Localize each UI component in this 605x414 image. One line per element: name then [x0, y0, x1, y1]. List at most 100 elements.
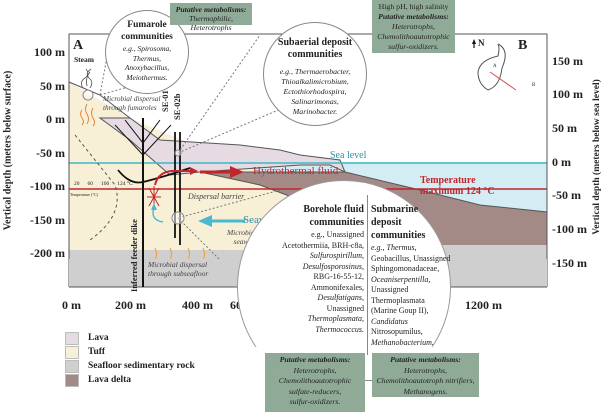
- left-tick: 50 m: [40, 79, 65, 93]
- borehole-metabolisms-box: Putative metabolisms: Heterotrophs, Chem…: [265, 353, 365, 412]
- inset-point-a: A: [493, 64, 497, 69]
- subaerial-conditions: High pH, high salinity: [378, 2, 449, 11]
- temperature-scale: 20 60 100 124 °C: [74, 181, 133, 187]
- right-tick: -50 m: [552, 188, 581, 202]
- subaerial-metabolisms: Heterotrophs, Chemolithoautotrophic sulf…: [377, 22, 450, 51]
- borehole-submarine-circle: [237, 180, 451, 347]
- right-axis: 150 m 100 m 50 m 0 m -50 m -100 m -150 m…: [552, 0, 605, 300]
- submarine-example: (Marine Goup II),: [371, 306, 429, 315]
- legend-swatch: [65, 359, 79, 373]
- transect-line: [489, 71, 517, 91]
- borehole-example: Desulfatigans,: [317, 293, 364, 302]
- submarine-example: Geobacillus, Unassigned: [371, 253, 451, 263]
- box-connector: [365, 380, 372, 381]
- borehole-metabolisms-title: Putative metabolisms:: [279, 355, 351, 364]
- inset-point-b: B: [532, 83, 536, 88]
- left-tick: -100 m: [30, 179, 65, 193]
- borehole-example: Unassigned: [326, 303, 364, 313]
- submarine-example: Nitrosopumilus,: [371, 327, 423, 336]
- left-tick: 0 m: [46, 112, 65, 126]
- temp-scale-label: Temperature (°C): [70, 192, 99, 197]
- legend-item-seafloor: Seafloor sedimentary rock: [65, 359, 195, 373]
- legend-label: Seafloor sedimentary rock: [88, 361, 195, 371]
- legend-swatch: [65, 345, 79, 359]
- right-tick: 150 m: [552, 54, 583, 68]
- right-tick: -150 m: [552, 256, 587, 270]
- x-tick: 0 m: [62, 298, 81, 312]
- left-tick: -50 m: [36, 146, 65, 160]
- steam-label: Steam: [74, 55, 94, 64]
- legend-swatch: [65, 331, 79, 345]
- panel-a-label: A: [73, 38, 84, 53]
- borehole-metabolism: Chemolithoautotrophic: [278, 376, 352, 385]
- well-se02b-label: SE-02b: [172, 93, 182, 120]
- temp-tick: 100: [101, 181, 110, 187]
- left-tick: 100 m: [34, 45, 65, 59]
- fumarole-dispersal-label: Microbial dispersal through fumaroles: [103, 94, 161, 112]
- hydrothermal-arrow-small: [154, 170, 190, 186]
- dispersal-barrier-label: Dispersal barrier: [188, 192, 245, 201]
- subaerial-title: Subaerial deposit communities: [277, 37, 353, 60]
- left-tick: -200 m: [30, 246, 65, 260]
- fumarole-heat-icon: [80, 103, 95, 127]
- temp-tick: 60: [87, 181, 94, 187]
- legend-label: Tuff: [88, 347, 106, 357]
- subaerial-metabolisms-title: Putative metabolisms:: [378, 12, 449, 21]
- inset-map-outline: [477, 43, 506, 91]
- subaerial-community-circle: Subaerial deposit communities e.g., Ther…: [263, 22, 367, 126]
- legend-item-tuff: Tuff: [65, 345, 105, 359]
- x-tick: 1200 m: [465, 298, 502, 312]
- fumarole-examples: e.g., Spirosoma, Thermus, Anoxybacillus,…: [122, 44, 172, 82]
- submarine-example: Sphingomonadaceae,: [371, 264, 440, 273]
- right-tick: 100 m: [552, 87, 583, 101]
- borehole-example: e.g., Unassigned: [311, 230, 364, 239]
- subseafloor-dispersal-label: Microbial dispersal through subseafloor: [148, 260, 209, 278]
- right-tick: 50 m: [552, 121, 577, 135]
- left-tick: -150 m: [30, 213, 65, 227]
- hydrothermal-fluid-label: Hydrothermal fluid: [253, 165, 339, 177]
- feeder-dike-label: Inferred feeder dike: [129, 219, 139, 292]
- submarine-title: Submarine deposit communities: [371, 204, 426, 241]
- borehole-example: Acetothermiia, BRH-c8a,: [282, 240, 364, 250]
- submarine-example: Unassigned: [371, 285, 409, 294]
- north-arrow-icon: [472, 39, 476, 44]
- fumarole-metabolisms-title: Putative metabolisms:: [175, 5, 247, 14]
- right-tick: -100 m: [552, 222, 587, 236]
- inset-map: [472, 39, 517, 91]
- legend-item-lava-delta: Lava delta: [65, 373, 131, 387]
- borehole-metabolism: sulfate-reducers,: [288, 386, 342, 396]
- legend-label: Lava delta: [88, 375, 132, 385]
- north-label: N: [478, 38, 485, 48]
- steam-icon: [81, 68, 93, 89]
- legend-item-lava: Lava: [65, 331, 109, 345]
- right-tick: 0 m: [552, 155, 571, 169]
- temp-tick: 20: [74, 181, 80, 187]
- borehole-metabolism: Heterotrophs,: [293, 365, 337, 375]
- borehole-sample-marker: [171, 211, 185, 225]
- x-tick: 200 m: [115, 298, 146, 312]
- fumarole-title: Fumarole communities: [121, 20, 173, 42]
- submarine-metabolism: Heterotrophs,: [404, 365, 447, 375]
- submarine-community: Submarine deposit communities e.g., Ther…: [371, 203, 451, 348]
- borehole-example: Desulfosporosinus,: [302, 261, 364, 271]
- borehole-metabolism: sulfur-oxidizers.: [289, 397, 341, 406]
- borehole-example: Thermoplasmata,: [307, 314, 364, 323]
- submarine-example: Thermoplasmata: [371, 295, 425, 305]
- subaerial-examples: e.g., Thermaerobacter, Thioalkalimicrobi…: [279, 67, 351, 116]
- borehole-example: Thermococcus.: [315, 324, 364, 334]
- submarine-example: Candidatus: [371, 316, 408, 326]
- submarine-example: Methanobacterium.: [371, 337, 434, 347]
- submarine-metabolism: Methanogens.: [403, 386, 448, 396]
- fumarole-metabolisms: Thermophilic, Heterotrophs: [189, 14, 233, 32]
- sea-level-label: Sea level: [330, 150, 367, 161]
- subaerial-sample-marker: [174, 149, 182, 157]
- borehole-community: Borehole fluid communities e.g., Unassig…: [282, 203, 364, 335]
- borehole-example: Sulfurospirillum,: [309, 251, 364, 260]
- x-tick: 400 m: [182, 298, 213, 312]
- subaerial-metabolisms-box: High pH, high salinity Putative metaboli…: [372, 0, 455, 53]
- submarine-metabolisms-title: Putative metabolisms:: [390, 355, 461, 364]
- legend-label: Lava: [88, 333, 109, 343]
- submarine-example: e.g., Thermus,: [371, 243, 417, 252]
- fumarole-metabolisms-box: Putative metabolisms: Thermophilic, Hete…: [170, 3, 252, 32]
- legend-swatch: [65, 373, 79, 387]
